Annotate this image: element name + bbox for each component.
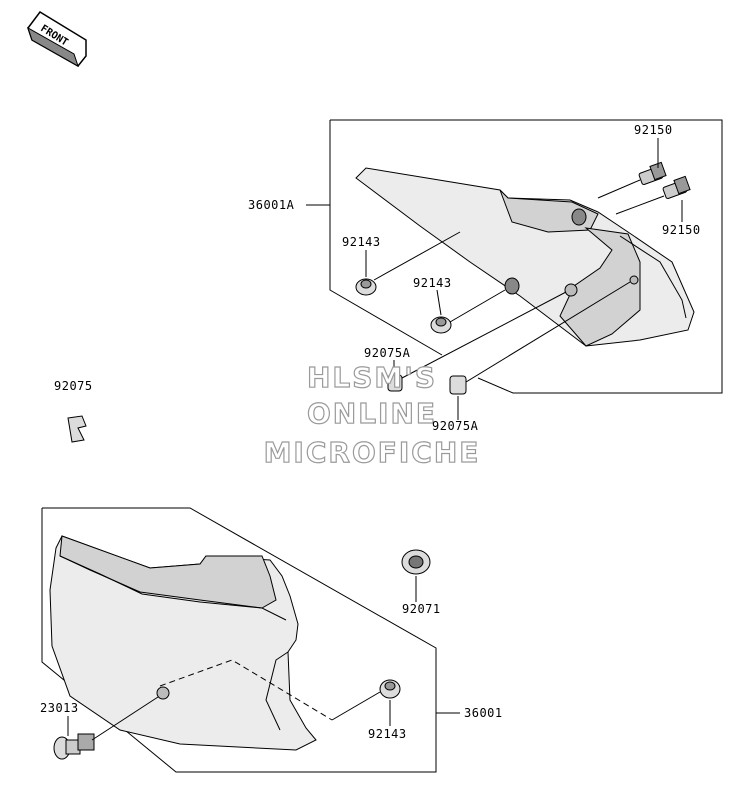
screw-leader	[91, 696, 159, 741]
collar-1-leader	[401, 291, 567, 379]
loose-clip-part	[67, 415, 87, 443]
grommet-92071-part	[401, 549, 431, 575]
label-upper-bolt-1: 92150	[634, 123, 673, 137]
label-upper-grommet-1: 92143	[342, 235, 381, 249]
upper-side-cover-part	[355, 167, 695, 347]
label-grommet-lower: 92071	[402, 602, 441, 616]
lower-grommet-leader	[331, 691, 381, 721]
watermark-line-1: HLSM'S	[307, 361, 437, 394]
label-upper-grommet-2: 92143	[413, 276, 452, 290]
label-lower-screw: 23013	[40, 701, 79, 715]
upper-group-frame-left	[329, 120, 443, 356]
upper-collar-2-part	[449, 375, 467, 395]
label-upper-collar-2: 92075A	[432, 419, 479, 433]
label-upper-bolt-2: 92150	[662, 223, 701, 237]
upper-bolt-1-part	[638, 161, 667, 185]
upper-bolt-2-part	[662, 175, 691, 199]
upper-group-frame	[330, 119, 723, 394]
collar-2-leader	[465, 281, 631, 383]
lower-grommet-part	[379, 679, 401, 699]
lower-screw-part	[53, 733, 95, 760]
grommet-1-leader	[373, 231, 461, 281]
label-lower-grommet: 92143	[368, 727, 407, 741]
label-upper-collar-1: 92075A	[364, 346, 411, 360]
grommet-2-leader	[449, 289, 506, 323]
lower-side-cover-part	[49, 535, 333, 751]
label-upper-panel: 36001A	[248, 198, 295, 212]
front-arrow-icon: FRONT	[27, 11, 87, 68]
label-lower-panel: 36001	[464, 706, 503, 720]
label-loose-clip: 92075	[54, 379, 93, 393]
bolt-1-leader	[597, 179, 641, 199]
upper-grommet-2-part	[430, 316, 452, 334]
bolt-2-leader	[615, 195, 665, 215]
lower-group-frame	[41, 507, 437, 773]
label-92143-upper-2-leader	[436, 289, 442, 316]
watermark-line-3: MICROFICHE	[264, 436, 481, 469]
upper-grommet-1-part	[355, 278, 377, 296]
upper-collar-1-part	[387, 374, 403, 392]
watermark-line-2: ONLINE	[307, 397, 437, 430]
